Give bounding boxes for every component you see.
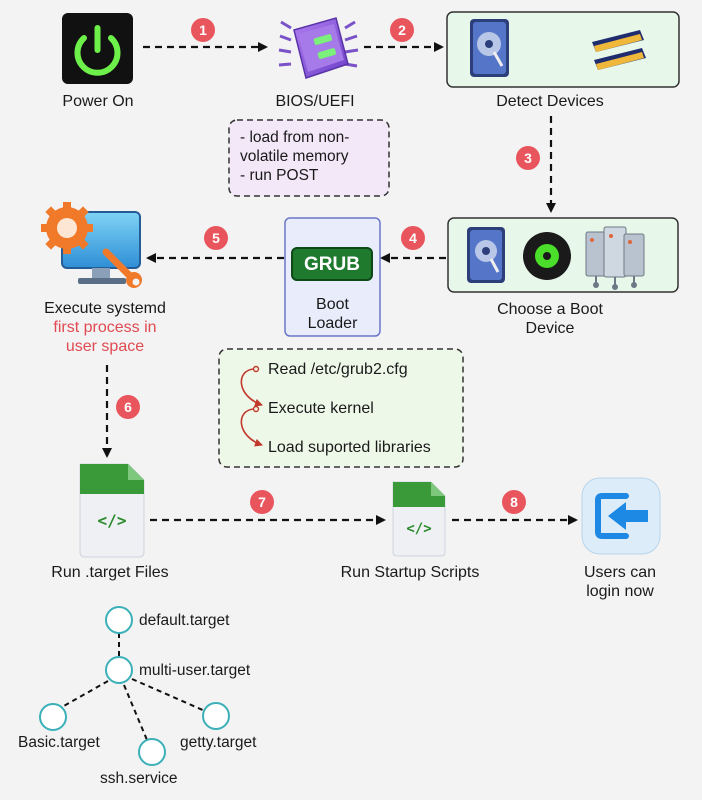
monitor-settings-icon [41, 202, 142, 288]
boot-loader-box [284, 217, 381, 337]
badge-5-text: 5 [212, 230, 220, 246]
systemd-note-line-1: first process in [53, 319, 157, 336]
choose-boot-device-box [447, 217, 679, 293]
badge-7-text: 7 [258, 494, 266, 510]
grub-step-2: Execute kernel [268, 400, 374, 417]
hard-disk-icon [470, 19, 509, 77]
bios-label: BIOS/UEFI [275, 93, 355, 110]
node-ssh-service [138, 738, 166, 766]
badge-3: 3 [516, 146, 540, 170]
power-on-label: Power On [62, 93, 134, 110]
step-badges: 1 2 3 4 5 6 7 8 [116, 18, 540, 514]
badge-2: 2 [390, 18, 414, 42]
badge-4-text: 4 [409, 230, 417, 246]
node-multi-user-target [105, 656, 133, 684]
optical-disc-icon [523, 232, 571, 280]
target-file-icon [79, 463, 145, 558]
node-default-target [105, 606, 133, 634]
flow-arrows [102, 42, 578, 525]
systemd-label: Execute systemd first process in user sp… [10, 299, 200, 356]
badge-4: 4 [401, 226, 425, 250]
login-line-1: Users can [583, 564, 657, 581]
startup-script-icon [392, 481, 446, 557]
getty-target-label: getty.target [180, 734, 257, 751]
badge-2-text: 2 [398, 22, 406, 38]
power-icon [62, 13, 133, 84]
grub-step-3: Load suported libraries [268, 439, 431, 456]
node-getty-target [202, 702, 230, 730]
wrench-icon [102, 248, 142, 288]
badge-8: 8 [502, 490, 526, 514]
bios-note-line-1: - load from non- [240, 129, 350, 146]
basic-target-label: Basic.target [18, 734, 100, 751]
badge-1: 1 [191, 18, 215, 42]
server-icon [585, 226, 645, 290]
badge-3-text: 3 [524, 150, 532, 166]
bios-note-line-3: - run POST [240, 167, 319, 184]
boot-loader-line-2: Loader [307, 315, 358, 332]
grub-step-1: Read /etc/grub2.cfg [268, 361, 408, 378]
target-files-label: Run .target Files [51, 564, 169, 581]
choose-boot-device-label: Choose a Boot Device [465, 300, 635, 338]
ram-icon [592, 30, 646, 70]
startup-script-code-glyph: </> [406, 521, 432, 537]
login-label: Users can login now [570, 563, 670, 601]
chip-icon [278, 17, 359, 79]
bios-note-box [228, 119, 390, 197]
detect-devices-label: Detect Devices [496, 93, 604, 110]
multi-user-target-label: multi-user.target [139, 662, 251, 679]
boot-disk-icon [467, 227, 505, 283]
choose-boot-device-line-2: Device [525, 320, 575, 337]
badge-5: 5 [204, 226, 228, 250]
target-tree [39, 606, 230, 766]
bios-note-text: - load from non- volatile memory - run P… [240, 128, 385, 185]
detect-devices-box [446, 11, 680, 88]
bios-note-line-2: volatile memory [240, 148, 349, 165]
default-target-label: default.target [139, 612, 230, 629]
startup-scripts-label: Run Startup Scripts [340, 564, 480, 581]
badge-7: 7 [250, 490, 274, 514]
login-icon [581, 477, 661, 555]
badge-8-text: 8 [510, 494, 518, 510]
boot-loader-label: Boot Loader [285, 295, 380, 333]
grub-button-label: GRUB [304, 254, 360, 275]
badge-6: 6 [116, 395, 140, 419]
login-line-2: login now [586, 583, 654, 600]
badge-6-text: 6 [124, 399, 132, 415]
gear-icon [41, 202, 93, 254]
badge-1-text: 1 [199, 22, 207, 38]
choose-boot-device-line-1: Choose a Boot [497, 301, 603, 318]
node-basic-target [39, 703, 67, 731]
target-file-code-glyph: </> [97, 511, 127, 530]
systemd-title: Execute systemd [44, 300, 166, 317]
systemd-note-line-2: user space [65, 338, 145, 355]
boot-loader-line-1: Boot [316, 296, 349, 313]
ssh-service-label: ssh.service [100, 770, 178, 787]
grub-steps-box [218, 348, 464, 468]
